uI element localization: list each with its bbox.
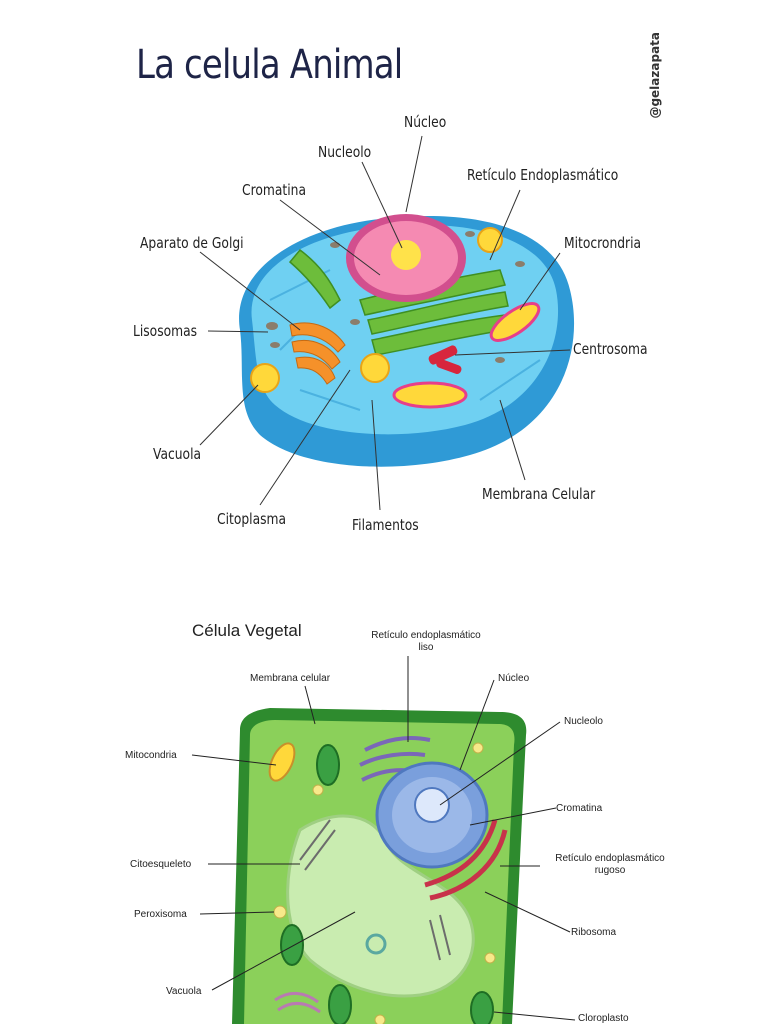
cytoskeleton [299,819,451,961]
label-ribosoma: Ribosoma [571,927,617,938]
label-lisosomas: Lisosomas [133,322,198,340]
plant-cell [232,708,527,1024]
label-reticulo-liso-line1: Retículo endoplasmático [371,630,481,641]
mitochondria [392,302,541,409]
plant-nucleolus [414,787,450,823]
plant-cell-title: Célula Vegetal [192,621,302,640]
label-cromatina-vegetal: Cromatina [556,803,603,814]
label-nucleolo-vegetal: Nucleolo [564,716,603,727]
label-reticulo-rugoso: Retículo endoplasmático rugoso [540,853,680,877]
label-reticulo-rugoso-line2: rugoso [594,865,626,876]
label-citoesqueleto: Citoesqueleto [130,859,192,870]
golgi-apparatus [289,322,346,385]
label-reticulo-liso-line2: liso [418,642,434,653]
label-membrana-celular-vegetal: Membrana celular [250,673,331,684]
vesicle [360,353,390,383]
label-reticulo-liso: Retículo endoplasmático liso [356,630,496,654]
animal-er [288,248,509,356]
label-filamentos: Filamentos [352,516,419,534]
chloroplasts [280,744,494,1024]
label-centrosoma: Centrosoma [573,340,648,358]
animal-nucleolus [391,240,421,270]
label-nucleo: Núcleo [404,113,447,131]
label-membrana-celular: Membrana Celular [482,485,596,503]
animal-leader-lines [199,135,571,511]
label-nucleo-vegetal: Núcleo [498,673,530,684]
plant-leader-lines [191,656,576,1021]
centrosome [428,345,462,375]
label-cromatina: Cromatina [242,181,306,199]
plant-golgi [274,992,321,1014]
label-citoplasma: Citoplasma [217,510,287,528]
plant-mitochondrion [268,742,296,782]
label-peroxisoma: Peroxisoma [134,909,187,920]
label-mitocondria: Mitocrondria [564,234,642,252]
label-mitocondria-vegetal: Mitocondria [125,750,177,761]
label-cloroplasto: Cloroplasto [578,1013,629,1024]
label-reticulo-rugoso-line1: Retículo endoplasmático [555,853,665,864]
label-vacuola-vegetal: Vacuola [166,986,202,997]
organelle-dots [273,742,496,1024]
label-reticulo-endoplasmatico: Retículo Endoplasmático [467,166,619,184]
vacuole-granule [365,933,387,955]
label-aparato-golgi: Aparato de Golgi [140,234,244,252]
animal-cell-title: La celula Animal [136,42,403,88]
label-nucleolo: Nucleolo [318,143,372,161]
rough-er [424,819,508,901]
label-vacuola: Vacuola [153,445,202,463]
animal-cell [239,214,575,467]
